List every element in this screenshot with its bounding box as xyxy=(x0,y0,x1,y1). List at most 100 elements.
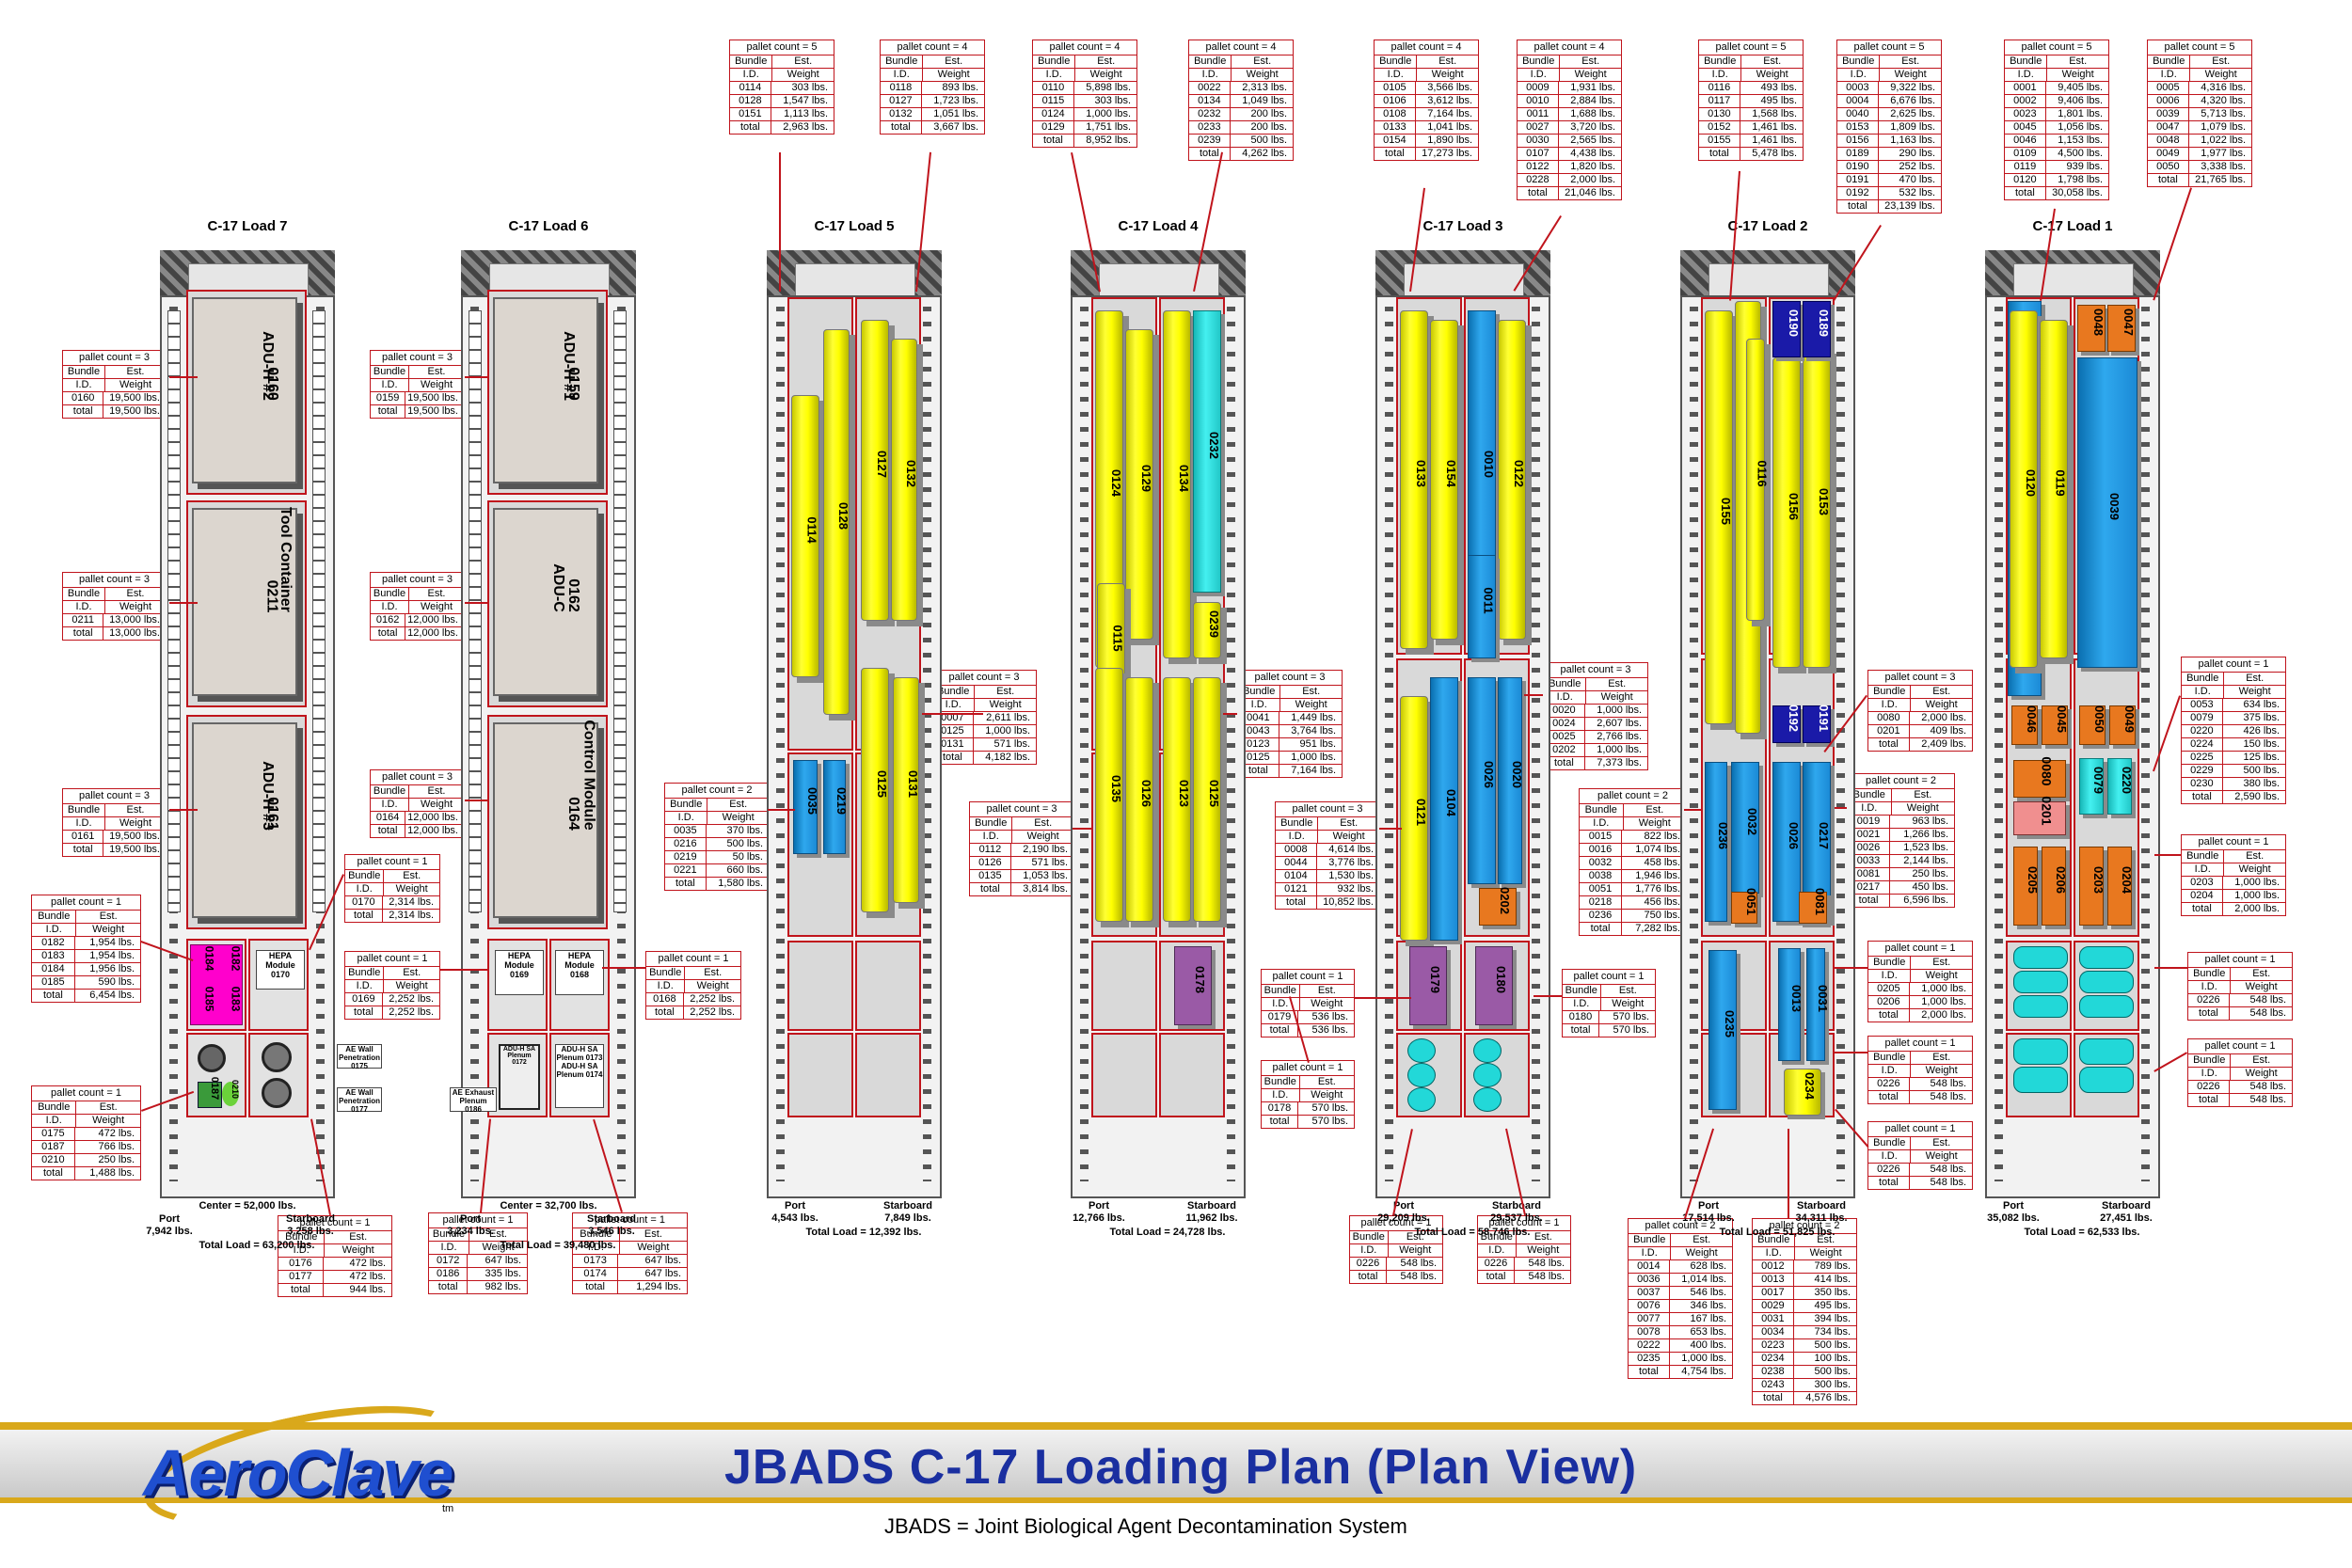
weight-cell: 750 lbs. xyxy=(1644,910,1680,921)
hepa-module: HEPA Module 0170 xyxy=(256,950,305,990)
pallet-count-header: pallet count = 3 xyxy=(1276,802,1379,817)
weight-cell: 548 lbs. xyxy=(1930,1091,1966,1102)
table-header-row: I.D.Weight xyxy=(1518,69,1621,82)
orange-cargo xyxy=(1731,892,1757,924)
leader-line xyxy=(779,152,781,292)
orange-cargo xyxy=(2013,847,2038,926)
pallet-name: Control Module xyxy=(580,720,597,831)
weight-cell: Est. xyxy=(2246,673,2265,684)
equipment-pallet xyxy=(192,722,297,918)
pallet-id: 0161 xyxy=(263,797,280,831)
bundle-cell: total xyxy=(1189,148,1231,160)
port-weight: 17,514 lbs. xyxy=(1682,1212,1735,1224)
wall-penetration-icon xyxy=(262,1042,292,1072)
bundle-cell: 0019 xyxy=(1848,816,1890,828)
weight-cell: 951 lbs. xyxy=(1299,738,1336,750)
load-title: C-17 Load 1 xyxy=(2032,217,2113,234)
bundle-cell: 0014 xyxy=(1629,1260,1670,1273)
bundle-cell: 0174 xyxy=(573,1268,619,1280)
bundle-cell: total xyxy=(1478,1271,1515,1283)
pallet-id: 0020 xyxy=(1509,760,1524,788)
pallet-id: 0239 xyxy=(1206,610,1221,638)
table-header-row: I.D.Weight xyxy=(1189,69,1293,82)
bundle-cell: 0222 xyxy=(1629,1339,1670,1352)
starboard-weight: 3,258 lbs. xyxy=(287,1226,334,1237)
bundle-cell: 0030 xyxy=(1518,135,1559,147)
weight-cell: 2,607 lbs. xyxy=(1597,718,1642,729)
table-header-row: I.D.Weight xyxy=(1868,699,1972,712)
weight-cell: 200 lbs. xyxy=(1250,121,1287,133)
bundle-cell: 0023 xyxy=(2005,108,2046,120)
weight-cell: 634 lbs. xyxy=(2243,699,2280,710)
weight-cell: 4,754 lbs. xyxy=(1681,1366,1726,1377)
weight-cell: 7,164 lbs. xyxy=(1291,765,1336,776)
leader-line xyxy=(169,376,198,378)
port-label: Port xyxy=(1393,1200,1414,1212)
bundle-cell: 0205 xyxy=(1868,983,1910,995)
weight-cell: 495 lbs. xyxy=(1760,95,1797,106)
pallet-id: 0182 xyxy=(229,945,243,971)
weight-cell: 893 lbs. xyxy=(942,82,978,93)
pallet-id: 0155 xyxy=(1718,497,1733,525)
weight-cell: 1,449 lbs. xyxy=(1291,712,1336,723)
weight-cell: Weight xyxy=(1638,817,1671,829)
weight-cell: 400 lbs. xyxy=(1690,1339,1726,1351)
cylinder-cargo xyxy=(861,320,889,621)
pallet-count-header: pallet count = 3 xyxy=(1544,663,1647,678)
bundle-cell: I.D. xyxy=(1699,69,1742,81)
bundle-cell: Bundle xyxy=(730,55,773,68)
bundle-cell: 0191 xyxy=(1837,174,1879,186)
weight-cell: Weight xyxy=(1089,69,1122,80)
pallet-id: 0219 xyxy=(834,786,849,815)
hepa-module: HEPA Module 0169 xyxy=(495,950,544,995)
bundle-cell: Bundle xyxy=(1837,55,1881,68)
weight-cell: Weight xyxy=(395,980,428,991)
bundle-cell: 0043 xyxy=(1238,725,1279,737)
weight-cell: 500 lbs. xyxy=(1814,1339,1851,1351)
weight-cell: Est. xyxy=(427,785,446,797)
weight-cell: 3,776 lbs. xyxy=(1328,857,1374,868)
bundle-cell: Bundle xyxy=(63,588,105,600)
pallet-count-header: pallet count = 1 xyxy=(278,1216,391,1231)
weight-cell: 1,000 lbs. xyxy=(1086,108,1131,119)
bundle-cell: 0011 xyxy=(1518,108,1559,120)
bundle-cell: 0177 xyxy=(278,1271,324,1283)
leader-line xyxy=(1534,995,1562,997)
weight-cell: 8,952 lbs. xyxy=(1086,135,1131,146)
bundle-cell: 0109 xyxy=(2005,148,2046,160)
table-header-row: I.D.Weight xyxy=(1544,691,1647,705)
equipment-pallet xyxy=(493,722,598,918)
bundle-cell: I.D. xyxy=(573,1242,620,1254)
bundle-cell: 0178 xyxy=(1262,1102,1298,1115)
bundle-cell: 0217 xyxy=(1848,881,1890,894)
bundle-cell: I.D. xyxy=(970,831,1013,843)
bundle-cell: total xyxy=(371,825,406,837)
weight-cell: 3,566 lbs. xyxy=(1427,82,1472,93)
pallet-position xyxy=(1159,1033,1225,1117)
cyan-drum xyxy=(1473,1063,1502,1087)
table-header-row: I.D.Weight xyxy=(1262,998,1354,1011)
